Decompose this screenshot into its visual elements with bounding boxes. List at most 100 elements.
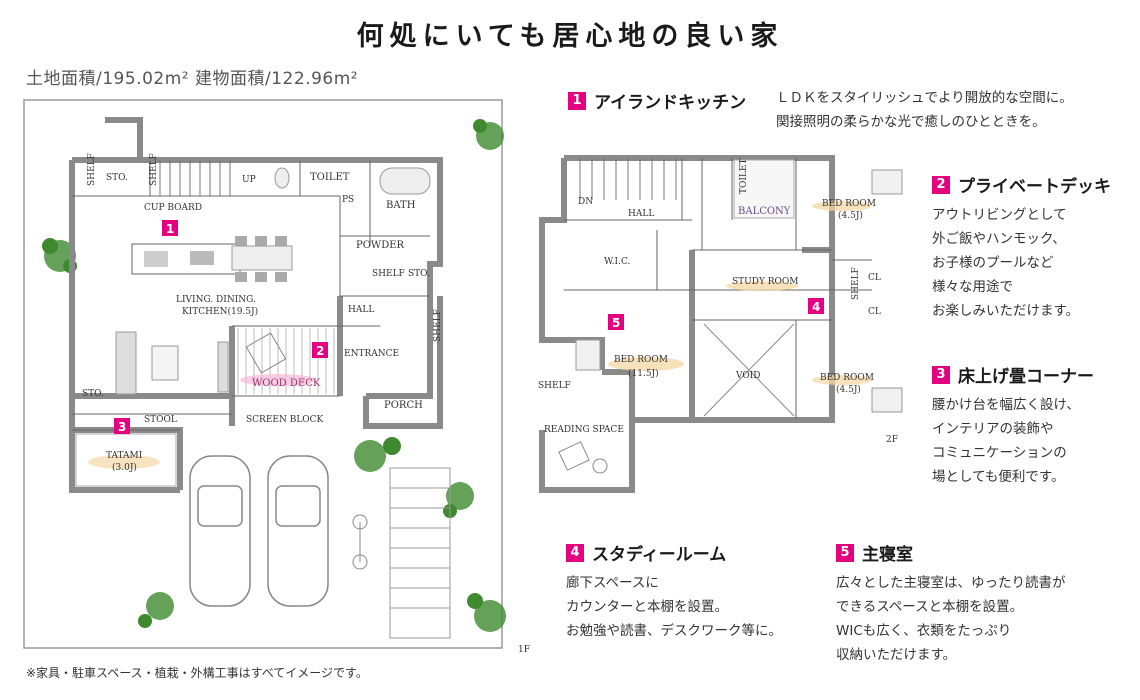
badge-3-text: 3 <box>118 420 126 434</box>
room-label: (4.5J) <box>838 210 863 221</box>
badge-2 <box>312 342 328 358</box>
room-label: BED ROOM <box>820 373 874 383</box>
void-area <box>703 323 795 417</box>
tv-board <box>217 341 229 393</box>
room-label: CL <box>868 307 881 317</box>
room-label: LIVING. DINING. <box>176 295 256 305</box>
feature-title: 主寝室 <box>862 545 913 565</box>
plant-icon <box>42 119 506 632</box>
feature-badge: 3 <box>932 365 950 384</box>
feature-2: 2 プライベートデッキ アウトリビングとして 外ご飯やハンモック、 お子様のプー… <box>932 172 1132 323</box>
room-label: (3.0J) <box>112 462 137 473</box>
feature-desc: 廊下スペースに カウンターと本棚を設置。 お勉強や読書、デスクワーク等に。 <box>566 575 782 639</box>
room-label: SHELF <box>87 153 97 186</box>
room-label: CL <box>868 273 881 283</box>
room-label: TATAMI <box>106 451 143 461</box>
sofa <box>115 331 137 395</box>
feature-1: 1 アイランドキッチン ＬＤＫをスタイリッシュでより開放的な空間に。 関接照明の… <box>568 88 1128 130</box>
room-label: SCREEN BLOCK <box>246 415 324 425</box>
coffee-table <box>151 345 179 381</box>
dining-table <box>231 245 293 271</box>
feature-title: スタディールーム <box>592 545 727 565</box>
room-label: ENTRANCE <box>344 349 399 359</box>
dining-chairs <box>235 236 287 282</box>
bathtub <box>379 167 431 195</box>
room-label: TOILET <box>310 172 350 183</box>
car-icon <box>189 455 329 607</box>
badge-2-text: 2 <box>316 344 324 358</box>
page-title: 何処にいても居心地の良い家 <box>356 21 784 52</box>
room-label: CUP BOARD <box>144 203 202 213</box>
room-label: VOID <box>735 371 761 381</box>
badge-1-text: 1 <box>166 222 174 236</box>
room-label: BED ROOM <box>822 199 876 209</box>
stairs-1f <box>159 160 231 196</box>
feature-desc: アウトリビングとして 外ご飯やハンモック、 お子様のプールなど 様々な用途で お… <box>932 207 1080 319</box>
hammock-icon <box>245 332 287 374</box>
room-label: TOILET <box>739 159 749 195</box>
feature-5: 5 主寝室 広々とした主寝室は、ゆったり読書が できるスペースと本棚を設置。 W… <box>836 540 1126 667</box>
room-label: SHELF <box>372 269 405 279</box>
floor-plan-2f: DN HALL TOILET BALCONY BED ROOM (4.5J) W… <box>532 150 932 500</box>
room-label: SHELF <box>851 267 861 300</box>
room-label: HALL <box>348 305 374 315</box>
badge-4 <box>808 298 824 314</box>
feature-desc: 腰かけ台を幅広く設け、 インテリアの装飾や コミュニケーションの 場としても便利… <box>932 397 1080 485</box>
room-label: POWDER <box>356 240 405 251</box>
bed-icon <box>871 169 903 195</box>
footnote: ※家具・駐車スペース・植栽・外構工事はすべてイメージです。 <box>26 666 368 680</box>
badge-4-text: 4 <box>812 300 820 314</box>
room-label: STUDY ROOM <box>732 277 799 287</box>
feature-badge: 1 <box>568 91 586 110</box>
floor-plan-1f: STO. SHELF SHELF UP TOILET PS BATH CUP B… <box>20 96 540 656</box>
room-label: READING SPACE <box>544 425 624 435</box>
exterior-steps <box>389 467 451 639</box>
area-info: 土地面積/195.02m² 建物面積/122.96m² <box>26 69 359 89</box>
balcony-area <box>733 159 795 219</box>
room-label: STOOL <box>144 415 177 425</box>
room-label: BALCONY <box>738 206 791 217</box>
badge-5 <box>608 314 624 330</box>
room-label: HALL <box>628 209 654 219</box>
toilet-icon <box>274 167 290 189</box>
feature-3: 3 床上げ畳コーナー 腰かけ台を幅広く設け、 インテリアの装飾や コミュニケーシ… <box>932 362 1132 489</box>
room-label: STO. <box>106 173 128 183</box>
badge-1 <box>162 220 178 236</box>
room-label: SHELF <box>433 309 443 342</box>
room-label: STO. <box>408 269 430 279</box>
feature-4: 4 スタディールーム 廊下スペースに カウンターと本棚を設置。 お勉強や読書、デ… <box>566 540 826 643</box>
lot-boundary <box>23 99 503 649</box>
room-label: DN <box>578 197 593 207</box>
sink-icon <box>190 251 214 265</box>
room-label: W.I.C. <box>604 257 631 267</box>
room-label: KITCHEN(19.5J) <box>182 306 258 317</box>
reading-chair-icon <box>558 441 590 471</box>
floor-label: 1F <box>518 645 530 655</box>
feature-desc: 広々とした主寝室は、ゆったり読書が できるスペースと本棚を設置。 WICも広く、… <box>836 575 1066 663</box>
bed-icon <box>871 387 903 413</box>
room-label: SHELF <box>149 153 159 186</box>
bicycle-icon <box>352 514 368 570</box>
badge-3 <box>114 418 130 434</box>
room-label: PS <box>342 195 354 205</box>
feature-title: アイランドキッチン <box>594 93 747 113</box>
room-label: PORCH <box>384 400 423 411</box>
badge-5-text: 5 <box>612 316 620 330</box>
feature-title: 床上げ畳コーナー <box>958 367 1094 387</box>
side-table-icon <box>592 458 608 474</box>
room-label: SHELF <box>538 381 571 391</box>
bed-icon <box>575 339 601 371</box>
room-label: STO. <box>82 389 104 399</box>
stove-icon <box>144 251 168 267</box>
room-label: (11.5J) <box>628 368 659 379</box>
room-label: (4.5J) <box>836 384 861 395</box>
floor-label: 2F <box>886 435 898 445</box>
room-label: WOOD DECK <box>252 378 321 389</box>
room-label: BATH <box>386 200 416 211</box>
feature-title: プライベートデッキ <box>958 177 1111 197</box>
stairs-2f <box>579 158 677 200</box>
feature-badge: 5 <box>836 543 854 562</box>
room-label: UP <box>242 175 256 185</box>
room-label: BED ROOM <box>614 355 668 365</box>
feature-desc: ＬＤＫをスタイリッシュでより開放的な空間に。 関接照明の柔らかな光で癒しのひとと… <box>776 90 1073 130</box>
